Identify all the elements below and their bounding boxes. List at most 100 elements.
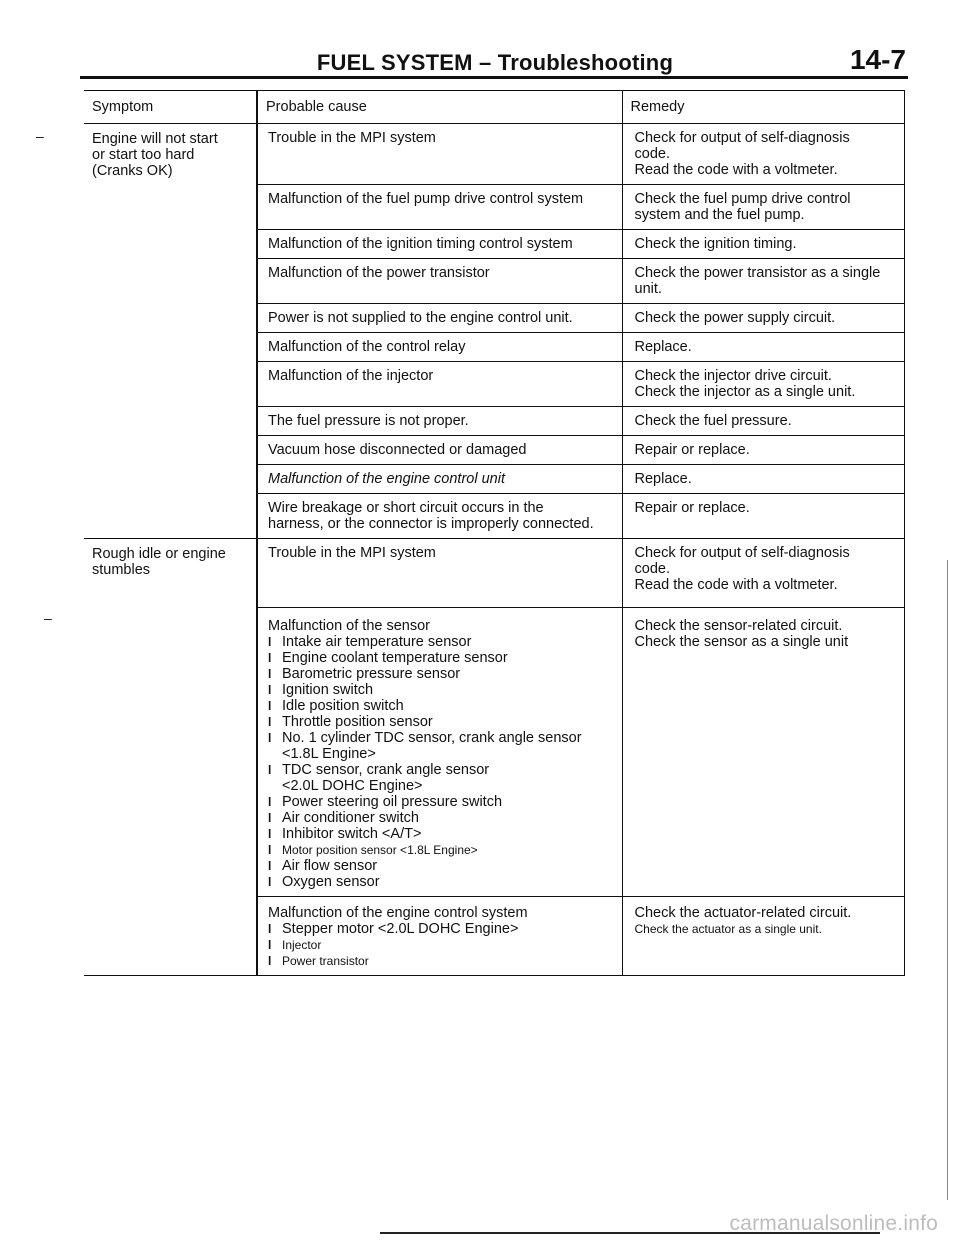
watermark: carmanualsonline.info: [729, 1212, 938, 1235]
column-header-probable-cause: Probable cause: [257, 90, 623, 124]
list-item: Engine coolant temperature sensor: [268, 650, 612, 666]
cause-text: harness, or the connector is improperly …: [268, 516, 594, 532]
cause-cell: Malfunction of the control relay: [257, 332, 623, 362]
remedy-text: Check the injector as a single unit.: [634, 384, 856, 400]
table-row: Malfunction of the injector Check the in…: [84, 361, 905, 407]
page-header: FUEL SYSTEM – Troubleshooting 14-7: [80, 44, 910, 80]
symptom-text: Engine will not start: [92, 131, 218, 147]
table-row: Malfunction of the engine control unit R…: [84, 464, 905, 494]
cause-cell: Wire breakage or short circuit occurs in…: [257, 493, 623, 539]
remedy-text: Check the power transistor as a single: [634, 265, 881, 281]
list-item: Power steering oil pressure switch: [268, 794, 612, 810]
cause-text: Malfunction of the injector: [268, 368, 434, 384]
footer-rule: [380, 1232, 880, 1234]
list-item-continuation: <1.8L Engine>: [282, 746, 376, 762]
table-row: Malfunction of the engine control system…: [84, 896, 905, 976]
remedy-text: Check the sensor as a single unit: [634, 634, 849, 650]
remedy-cell: Check the power supply circuit.: [622, 303, 905, 333]
table-row: Power is not supplied to the engine cont…: [84, 303, 905, 333]
column-header-remedy: Remedy: [622, 90, 905, 124]
remedy-cell: Check for output of self-diagnosis code.…: [622, 538, 905, 608]
list-item: Idle position switch: [268, 698, 612, 714]
sensor-list: TDC sensor, crank angle sensor: [268, 762, 612, 778]
remedy-text: Check the sensor-related circuit.: [634, 618, 843, 634]
table-row: Malfunction of the power transistor Chec…: [84, 258, 905, 304]
symptom-group-rough-idle: Rough idle or engine stumbles Trouble in…: [84, 538, 905, 976]
remedy-cell: Repair or replace.: [622, 435, 905, 465]
remedy-text: Replace.: [634, 339, 692, 355]
cause-text: Trouble in the MPI system: [268, 545, 436, 561]
page-number: 14-7: [849, 44, 906, 75]
symptom-text: stumbles: [92, 562, 151, 578]
list-item: Ignition switch: [268, 682, 612, 698]
remedy-cell: Check the actuator-related circuit. Chec…: [622, 896, 905, 976]
list-item: Power transistor: [268, 953, 612, 969]
sensor-list: Power steering oil pressure switch Air c…: [268, 794, 612, 890]
symptom-text: (Cranks OK): [92, 163, 173, 179]
actuator-list: Stepper motor <2.0L DOHC Engine> Injecto…: [268, 921, 612, 969]
table-row: The fuel pressure is not proper. Check t…: [84, 406, 905, 436]
list-item: Barometric pressure sensor: [268, 666, 612, 682]
remedy-text: Check the power supply circuit.: [634, 310, 836, 326]
sensor-list: Intake air temperature sensor Engine coo…: [268, 634, 612, 746]
table-row: Vacuum hose disconnected or damaged Repa…: [84, 435, 905, 465]
remedy-cell: Check the injector drive circuit. Check …: [622, 361, 905, 407]
remedy-text: Check for output of self-diagnosis: [634, 545, 850, 561]
cause-cell: Trouble in the MPI system: [257, 123, 623, 185]
cause-text: Malfunction of the ignition timing contr…: [268, 236, 573, 252]
remedy-text: Read the code with a voltmeter.: [634, 162, 838, 178]
page-title: FUEL SYSTEM – Troubleshooting: [316, 50, 674, 75]
header-rule: [80, 76, 908, 79]
remedy-cell: Check the sensor-related circuit. Check …: [622, 607, 905, 897]
table-row: Malfunction of the ignition timing contr…: [84, 229, 905, 259]
cause-cell: Malfunction of the engine control unit: [257, 464, 623, 494]
remedy-cell: Check the fuel pump drive control system…: [622, 184, 905, 230]
list-item: Air conditioner switch: [268, 810, 612, 826]
remedy-cell: Replace.: [622, 332, 905, 362]
remedy-text: Check the fuel pump drive control: [634, 191, 851, 207]
remedy-text: system and the fuel pump.: [634, 207, 805, 223]
remedy-text: code.: [634, 146, 670, 162]
cause-text: Malfunction of the engine control unit: [268, 471, 505, 487]
cause-text: The fuel pressure is not proper.: [268, 413, 469, 429]
list-item: Stepper motor <2.0L DOHC Engine>: [268, 921, 612, 937]
symptom-text: or start too hard: [92, 147, 195, 163]
remedy-cell: Repair or replace.: [622, 493, 905, 539]
list-item: TDC sensor, crank angle sensor: [268, 762, 612, 778]
remedy-text: Read the code with a voltmeter.: [634, 577, 838, 593]
margin-mark: –: [36, 128, 44, 144]
cause-text: Vacuum hose disconnected or damaged: [268, 442, 527, 458]
remedy-text: Check the actuator-related circuit.: [634, 905, 852, 921]
list-item: Oxygen sensor: [268, 874, 612, 890]
remedy-text: Check for output of self-diagnosis: [634, 130, 850, 146]
remedy-text: Repair or replace.: [634, 500, 750, 516]
list-item: Inhibitor switch <A/T>: [268, 826, 612, 842]
list-item: No. 1 cylinder TDC sensor, crank angle s…: [268, 730, 612, 746]
list-item: Injector: [268, 937, 612, 953]
list-item: Throttle position sensor: [268, 714, 612, 730]
cause-text: Wire breakage or short circuit occurs in…: [268, 500, 544, 516]
troubleshooting-table: Symptom Probable cause Remedy Engine wil…: [84, 90, 905, 976]
list-item: Intake air temperature sensor: [268, 634, 612, 650]
cause-text: Malfunction of the engine control system: [268, 905, 528, 921]
cause-text: Malfunction of the sensor: [268, 618, 431, 634]
remedy-text: Check the ignition timing.: [634, 236, 797, 252]
table-row: Rough idle or engine stumbles Trouble in…: [84, 538, 905, 976]
table-row: Engine will not start or start too hard …: [84, 123, 905, 539]
table-row: Malfunction of the sensor Intake air tem…: [84, 607, 905, 897]
symptom-cell: Engine will not start or start too hard …: [84, 123, 258, 539]
list-item: Air flow sensor: [268, 858, 612, 874]
page-edge-line: [947, 560, 948, 1200]
remedy-text: Replace.: [634, 471, 692, 487]
cause-cell: Malfunction of the injector: [257, 361, 623, 407]
cause-cell: Power is not supplied to the engine cont…: [257, 303, 623, 333]
list-item-continuation: <2.0L DOHC Engine>: [282, 778, 423, 794]
cause-text: Trouble in the MPI system: [268, 130, 436, 146]
table-row: Malfunction of the control relay Replace…: [84, 332, 905, 362]
remedy-text: Check the actuator as a single unit.: [634, 922, 822, 936]
column-header-symptom: Symptom: [84, 90, 258, 124]
cause-text: Malfunction of the power transistor: [268, 265, 490, 281]
cause-cell: Malfunction of the fuel pump drive contr…: [257, 184, 623, 230]
cause-text: Malfunction of the control relay: [268, 339, 466, 355]
cause-text: Malfunction of the fuel pump drive contr…: [268, 191, 584, 207]
